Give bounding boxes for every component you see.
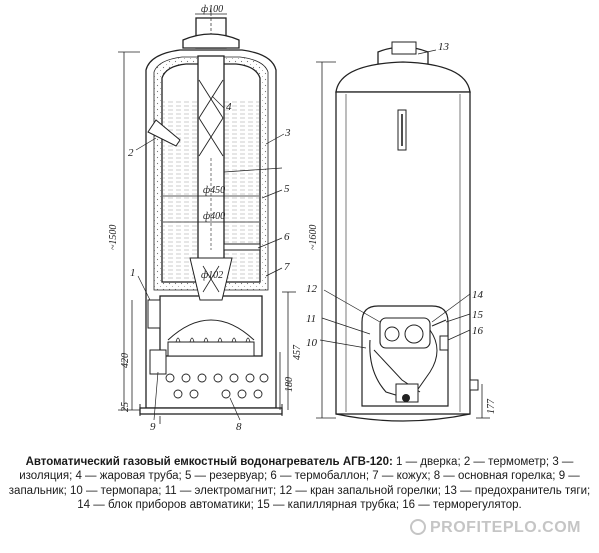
dim-height-left: ~1500: [108, 225, 119, 250]
door: [147, 299, 161, 329]
leaders-left: [135, 95, 285, 421]
callouts-left: 1 2 3 4 5 6 7 8 9: [128, 101, 291, 433]
baffle: [198, 79, 224, 157]
label-13: 13: [438, 41, 450, 53]
figure-caption: Автоматический газовый емкостный водонаг…: [6, 455, 593, 513]
label-2: 2: [128, 147, 134, 159]
pilot-assembly: [149, 349, 167, 375]
caption-title: Автоматический газовый емкостный водонаг…: [25, 456, 393, 468]
draft-diverter: [182, 33, 240, 49]
dim-177: 177: [486, 398, 497, 414]
dim-457: 457: [292, 344, 303, 360]
dimension-texts-right: ~1600 177: [308, 225, 497, 414]
watermark: PROFITEPLO.COM: [410, 519, 581, 537]
thermometer: [147, 119, 181, 147]
dim-180: 180: [284, 377, 295, 392]
label-4: 4: [226, 101, 232, 113]
label-10: 10: [306, 337, 318, 349]
label-1: 1: [130, 267, 136, 279]
dimension-lines-right: [316, 61, 490, 419]
thermo-bulb: [223, 243, 261, 251]
caption-text: 1 — дверка; 2 — термометр; 3 — изоляция;…: [8, 456, 591, 512]
thermoregulator: [439, 335, 449, 351]
section-view: [139, 8, 283, 416]
dim-top-diameter: ф100: [201, 4, 223, 15]
label-14: 14: [472, 289, 484, 301]
leaders-right: [319, 49, 471, 349]
dim-400: ф400: [203, 211, 225, 222]
chamber-vault: [167, 319, 255, 341]
label-9: 9: [150, 421, 156, 433]
dim-450: ф450: [203, 185, 225, 196]
dimension-lines-left: [118, 13, 296, 424]
dimension-texts-left: ф100 ф450 ф400 ф102 ~1500 420 457 180 25: [108, 4, 303, 412]
label-12: 12: [306, 283, 318, 295]
dim-420: 420: [120, 353, 131, 368]
dim-25: 25: [120, 402, 131, 412]
label-6: 6: [284, 231, 290, 243]
top-dome: [335, 61, 471, 93]
watermark-text: PROFITEPLO.COM: [430, 519, 581, 536]
label-5: 5: [284, 183, 290, 195]
dim-height-right: ~1600: [308, 225, 319, 250]
exterior-view: [335, 41, 479, 422]
callouts-right: 10 11 12 13 14 15 16: [306, 41, 484, 349]
dim-102: ф102: [201, 270, 223, 281]
watermark-logo-icon: [410, 519, 426, 535]
label-3: 3: [284, 127, 291, 139]
water-heater-diagram: ф100 ф450 ф400 ф102 ~1500 420 457 180 25…: [108, 4, 497, 433]
base: [139, 407, 283, 415]
label-15: 15: [472, 309, 484, 321]
label-7: 7: [284, 261, 290, 273]
label-16: 16: [472, 325, 484, 337]
label-11: 11: [306, 313, 316, 325]
label-8: 8: [236, 421, 242, 433]
main-burner: [167, 341, 255, 357]
side-fitting: [469, 379, 479, 391]
air-inlets: [165, 373, 269, 399]
